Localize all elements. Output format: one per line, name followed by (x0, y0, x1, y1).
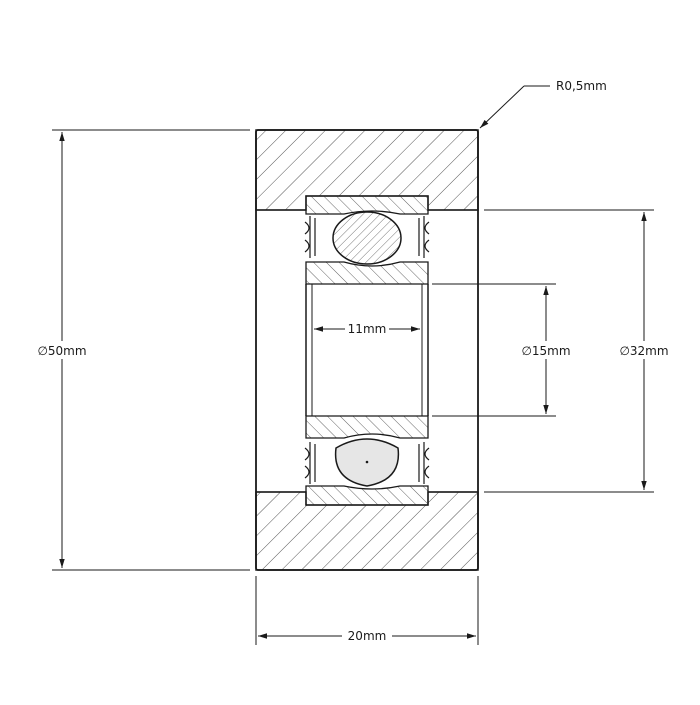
ball-top (332, 211, 402, 265)
seal-bottom-right (418, 442, 430, 484)
tire-outline (255, 129, 479, 571)
total-width-label: 20mm (348, 629, 387, 643)
bearing-diameter-label: ∅32mm (619, 344, 668, 358)
outer-diameter-label: ∅50mm (37, 344, 86, 358)
corner-radius-label: R0,5mm (556, 79, 607, 93)
corner-radius-leader (479, 85, 550, 129)
bearing-inner-ring-top (305, 261, 429, 285)
bearing-outer-ring-bottom (305, 485, 429, 506)
seal-bottom-left (304, 442, 316, 484)
seal-top-right (418, 216, 430, 258)
ball-bottom (334, 438, 400, 487)
seal-top-left (304, 216, 316, 258)
inner-diameter-label: ∅15mm (521, 344, 570, 358)
bearing-outer-ring-top (305, 195, 429, 215)
bearing-width-label: 11mm (348, 322, 387, 336)
bearing-inner-ring-bottom (305, 415, 429, 439)
